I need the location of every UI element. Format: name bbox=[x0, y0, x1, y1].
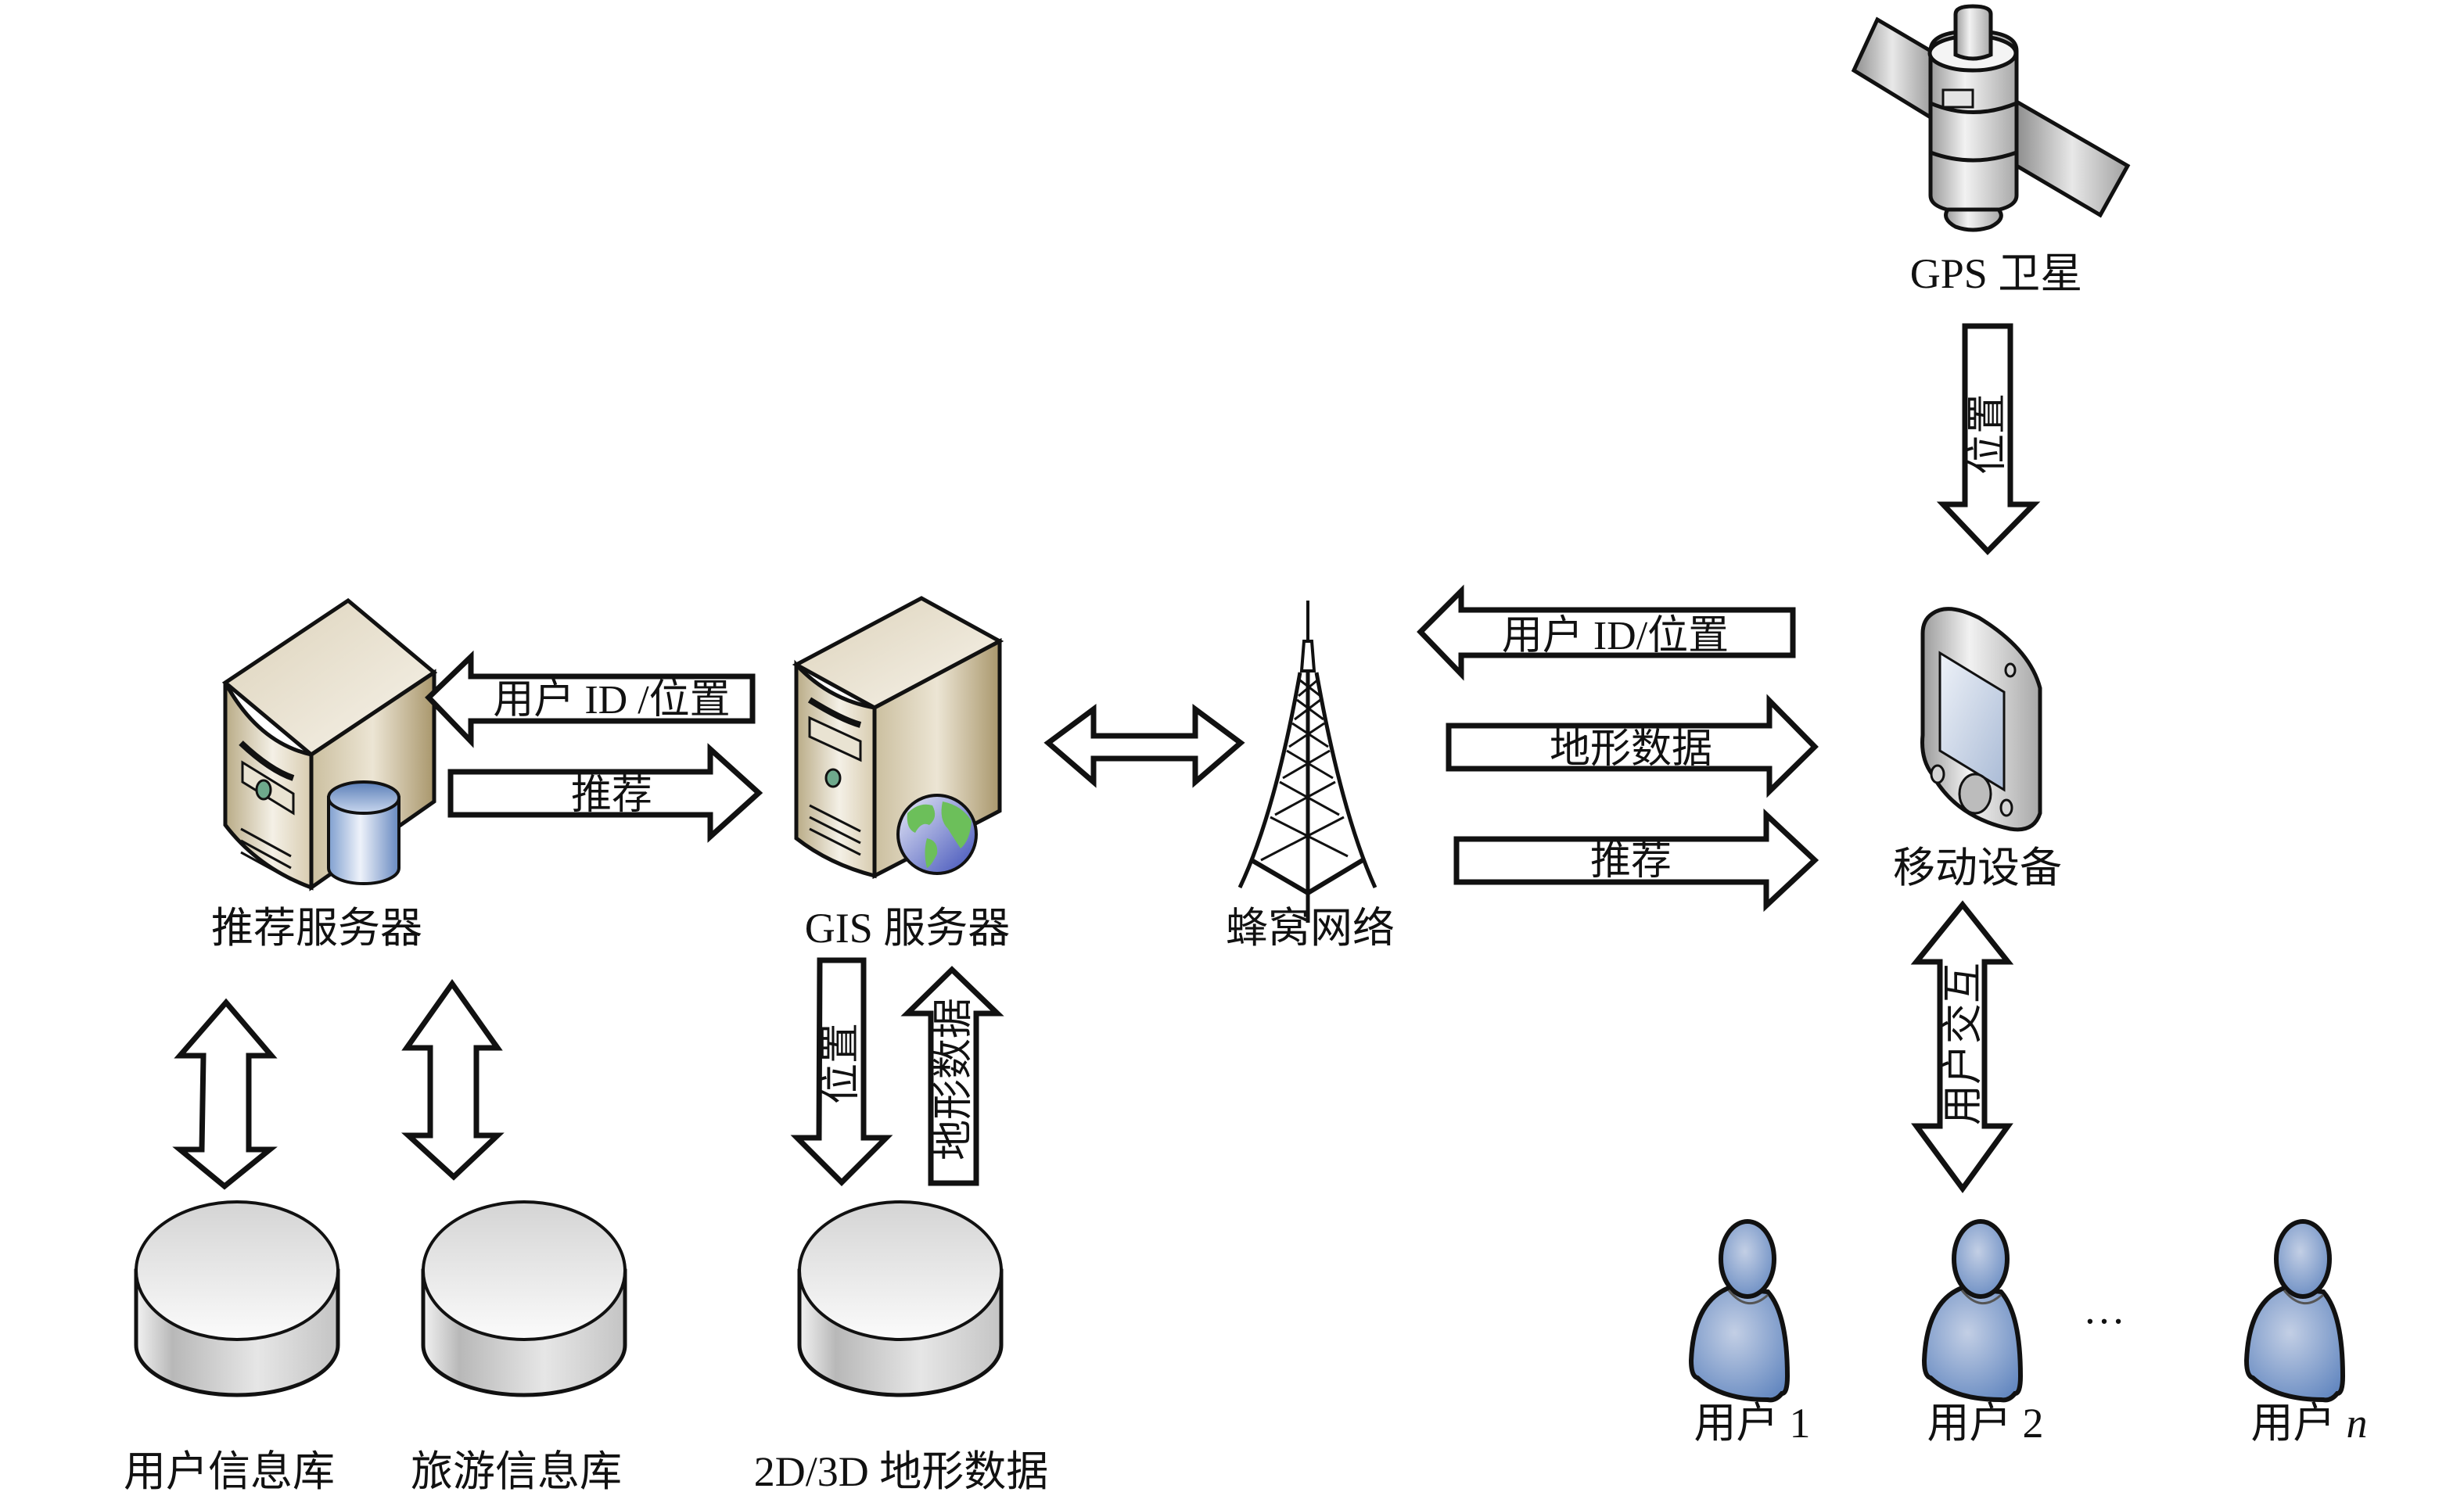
gps-satellite-label: GPS 卫星 bbox=[1910, 250, 2083, 297]
arrow-recommend-userdb-bidirectional bbox=[172, 998, 278, 1190]
recommend-server-icon bbox=[221, 597, 438, 891]
arrow-recommend-to-gis: 推荐 bbox=[447, 743, 763, 843]
arrow-gis-cellular-bidirectional bbox=[1043, 704, 1245, 788]
gps-satellite-icon bbox=[1851, 4, 2131, 232]
user-body bbox=[1688, 1285, 1791, 1403]
user-collar bbox=[1960, 1289, 2002, 1305]
user-collar bbox=[2283, 1289, 2325, 1305]
users-ellipsis: … bbox=[2083, 1286, 2125, 1332]
user-icon bbox=[1921, 1219, 2024, 1403]
arrow-gis-location-to-terrain: 位置 bbox=[790, 957, 893, 1186]
arrow-user-interaction-bidirectional: 用户交互 bbox=[1910, 900, 2014, 1193]
user-head bbox=[1719, 1219, 1776, 1299]
arrow-label: 用户交互 bbox=[1941, 963, 1986, 1125]
arrow-label: 位置 bbox=[1966, 393, 2010, 475]
arrow-gps-location-to-mobile: 位置 bbox=[1936, 323, 2041, 556]
database-icon bbox=[421, 1200, 627, 1397]
arrow-label: 位置 bbox=[819, 1023, 864, 1104]
mobile-device-icon bbox=[1920, 607, 2042, 832]
user-db-label: 用户信息库 bbox=[124, 1448, 335, 1492]
mobile-device-label: 移动设备 bbox=[1893, 845, 2062, 891]
arrow-label: 用户 ID /位置 bbox=[493, 678, 730, 723]
arrow-label: 推荐 bbox=[571, 773, 652, 818]
arrow-label: 推荐 bbox=[1590, 839, 1672, 884]
gis-server-label: GIS 服务器 bbox=[805, 905, 1011, 952]
cell-tower-icon bbox=[1237, 601, 1377, 923]
cylinder-top bbox=[798, 1200, 1003, 1341]
cylinder-top bbox=[422, 1200, 627, 1341]
user-body bbox=[1921, 1285, 2024, 1403]
arrow-terrain-data-to-mobile: 地形数据 bbox=[1446, 694, 1819, 798]
arrow-label: 用户 ID/位置 bbox=[1502, 614, 1729, 658]
arrow-label: 地形数据 bbox=[1550, 727, 1712, 772]
user-head bbox=[2274, 1219, 2332, 1299]
globe-icon bbox=[896, 794, 978, 875]
arrow-recommend-to-mobile: 推荐 bbox=[1453, 808, 1819, 913]
travel-db-label: 旅游信息库 bbox=[411, 1448, 622, 1492]
user-label-prefix: 用户 bbox=[2251, 1400, 2336, 1447]
user-icon bbox=[1688, 1219, 1791, 1403]
gis-server-icon bbox=[792, 596, 1004, 880]
user-head bbox=[1952, 1219, 2010, 1299]
user-body bbox=[2243, 1285, 2346, 1403]
user-icon bbox=[2243, 1219, 2346, 1403]
user-label-number: 1 bbox=[1790, 1400, 1811, 1447]
user-label-prefix: 用户 bbox=[1694, 1400, 1779, 1447]
user-label-number: 2 bbox=[2023, 1400, 2044, 1447]
cylinder-top bbox=[135, 1200, 339, 1341]
arrow-mobile-user-id-location-to-cellular: 用户 ID/位置 bbox=[1417, 584, 1796, 681]
arrow-recommend-traveldb-bidirectional bbox=[400, 978, 505, 1181]
user-label-prefix: 用户 bbox=[1927, 1400, 2012, 1447]
cellular-network-label: 蜂窝网络 bbox=[1226, 905, 1395, 952]
user-label-number: n bbox=[2347, 1400, 2368, 1447]
database-icon bbox=[327, 780, 400, 885]
arrow-terrain-data-to-gis: 地形数据 bbox=[900, 966, 1004, 1186]
user-collar bbox=[1727, 1289, 1769, 1305]
database-icon bbox=[134, 1200, 340, 1397]
recommend-server-label: 推荐服务器 bbox=[211, 905, 422, 952]
arrow-label: 地形数据 bbox=[932, 998, 976, 1160]
arrow-user-id-location-to-recommend: 用户 ID /位置 bbox=[425, 650, 756, 748]
database-icon bbox=[797, 1200, 1004, 1397]
terrain-db-label: 2D/3D 地形数据 bbox=[754, 1448, 1049, 1492]
